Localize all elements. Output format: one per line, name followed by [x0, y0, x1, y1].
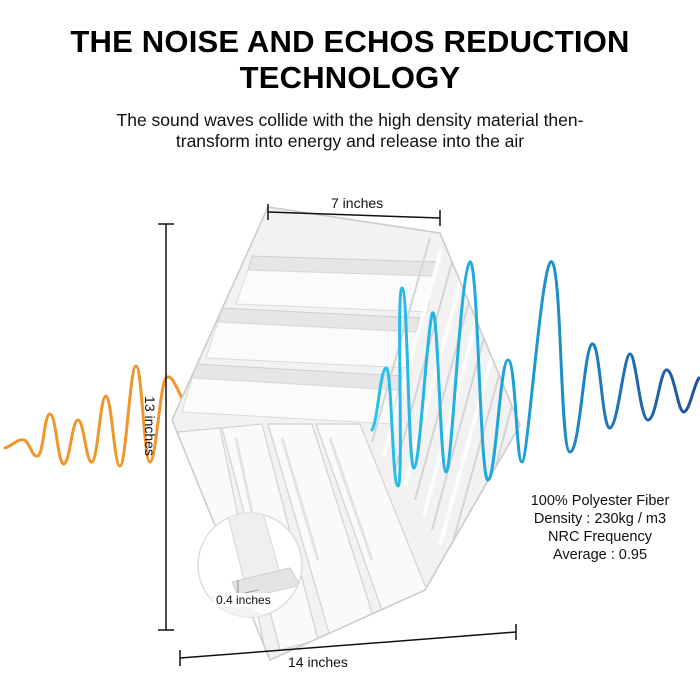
length-dimension-line — [179, 624, 517, 666]
width-label: 7 inches — [331, 195, 384, 211]
thickness-label: 0.4 inches — [214, 593, 273, 607]
title-line-1: THE NOISE AND ECHOS REDUCTION — [70, 24, 630, 59]
page-title: THE NOISE AND ECHOS REDUCTION TECHNOLOGY — [0, 24, 700, 96]
height-label: 13 inches — [141, 396, 158, 456]
spec-average: Average : 0.95 — [552, 547, 648, 563]
width-dimension-line — [267, 204, 441, 226]
subtitle-line-1: The sound waves collide with the high de… — [116, 110, 584, 130]
incoming-sound-wave — [3, 364, 186, 468]
spec-density: Density : 230kg / m3 — [533, 511, 667, 527]
height-dimension-line — [158, 223, 174, 631]
spec-nrc: NRC Frequency — [548, 529, 652, 545]
subtitle-line-2: transform into energy and release into t… — [175, 131, 525, 151]
material-specs: 100% Polyester Fiber Density : 230kg / m… — [505, 492, 695, 564]
spec-material: 100% Polyester Fiber — [530, 493, 670, 509]
horizontal-grooves — [191, 255, 437, 391]
page-subtitle: The sound waves collide with the high de… — [0, 110, 700, 152]
thickness-detail-inset — [197, 512, 303, 618]
outgoing-sound-wave — [370, 260, 700, 488]
title-line-2: TECHNOLOGY — [239, 60, 461, 95]
length-label: 14 inches — [288, 654, 348, 670]
